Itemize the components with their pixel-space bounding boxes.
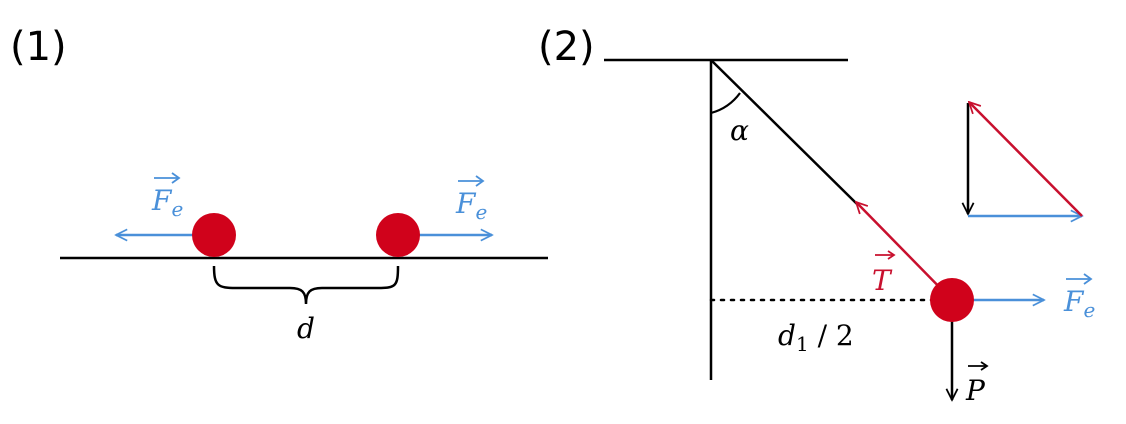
angle-label: α bbox=[730, 114, 749, 147]
force-symbol-left: F bbox=[151, 184, 173, 217]
force-subscript-right: e bbox=[475, 200, 487, 224]
svg-text:Fe: Fe bbox=[1063, 285, 1095, 322]
svg-text:Fe: Fe bbox=[455, 187, 487, 224]
force-symbol-right: F bbox=[455, 187, 477, 220]
panel-2: (2) α T P bbox=[538, 24, 1095, 407]
force-subscript-left: e bbox=[171, 197, 183, 221]
tension-symbol: T bbox=[872, 264, 893, 297]
svg-text:Fe: Fe bbox=[151, 184, 183, 221]
panel-1-label: (1) bbox=[10, 24, 67, 70]
electric-force-left-label: Fe bbox=[151, 172, 183, 221]
force-subscript: e bbox=[1083, 298, 1095, 322]
panel-1: (1) Fe Fe d bbox=[10, 24, 548, 345]
electric-force-label: Fe bbox=[1063, 273, 1095, 322]
triangle-tension-arrow bbox=[969, 102, 1083, 217]
distance-brace bbox=[212, 265, 400, 305]
distance-label: d bbox=[297, 312, 315, 345]
force-symbol: F bbox=[1063, 285, 1085, 318]
half-distance-label: d1 / 2 bbox=[778, 319, 854, 356]
weight-symbol: P bbox=[965, 374, 986, 407]
half-distance-subscript: 1 bbox=[796, 332, 809, 356]
force-triangle bbox=[968, 102, 1082, 216]
charge-hanging bbox=[930, 278, 974, 322]
tension-arrow bbox=[856, 202, 953, 301]
thread bbox=[710, 59, 859, 206]
charge-left bbox=[192, 213, 236, 257]
charge-right bbox=[376, 213, 420, 257]
tension-label: T bbox=[872, 250, 896, 297]
weight-label: P bbox=[965, 361, 989, 407]
half-distance-rest: / 2 bbox=[809, 319, 854, 352]
panel-2-label: (2) bbox=[538, 24, 595, 70]
electric-force-right-label: Fe bbox=[455, 175, 487, 224]
half-distance-main: d bbox=[778, 319, 796, 352]
angle-arc bbox=[710, 92, 741, 115]
